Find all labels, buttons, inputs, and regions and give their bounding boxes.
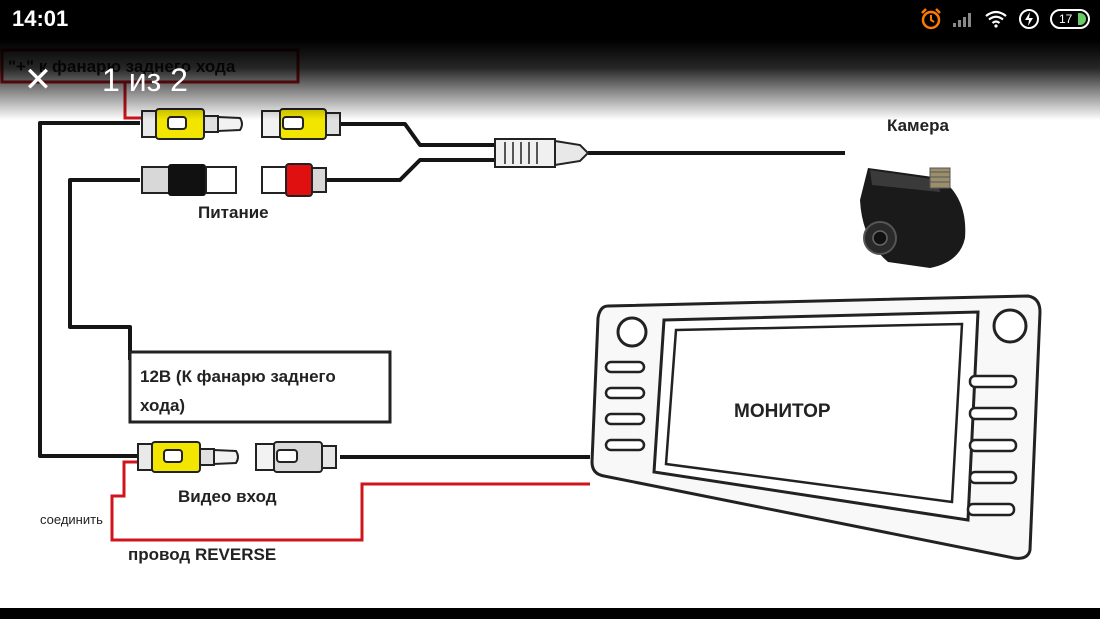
yellow-jack-top [261,108,341,140]
bottom-bar [0,608,1100,619]
red-power-plug [261,163,327,197]
camera-connector [494,138,590,168]
status-bar: 14:01 1 [0,0,1100,40]
reverse-label: провод REVERSE [128,545,276,564]
signal-icon [953,13,971,27]
camera-label: Камера [887,116,949,135]
monitor-label: МОНИТОР [734,401,831,422]
battery-level: 17 [1059,12,1073,26]
black-power-plug [141,164,237,196]
monitor: МОНИТОР [590,294,1042,560]
12v-label-box: 12В (К фанарю заднего хода) [128,350,392,424]
white-jack-video [255,441,337,473]
12v-label-line1: 12В (К фанарю заднего [140,367,336,386]
wifi-icon [985,10,1007,28]
data-saver-icon [1019,9,1039,29]
battery-icon: 17 [1050,9,1090,29]
alarm-icon [921,8,941,30]
black-wires [38,121,845,459]
close-icon[interactable]: ✕ [23,61,53,99]
status-time: 14:01 [12,6,69,31]
yellow-plug-video [137,441,239,473]
12v-label-line2: хода) [140,396,185,415]
camera-image [860,167,966,268]
status-icons: 17 [920,8,1090,30]
power-label: Питание [198,203,269,222]
connect-label: соединить [40,512,103,527]
image-counter: 1 из 2 [102,62,188,98]
video-in-label: Видео вход [178,487,277,506]
monitor-right-buttons [966,374,1018,517]
monitor-left-buttons [604,360,646,452]
